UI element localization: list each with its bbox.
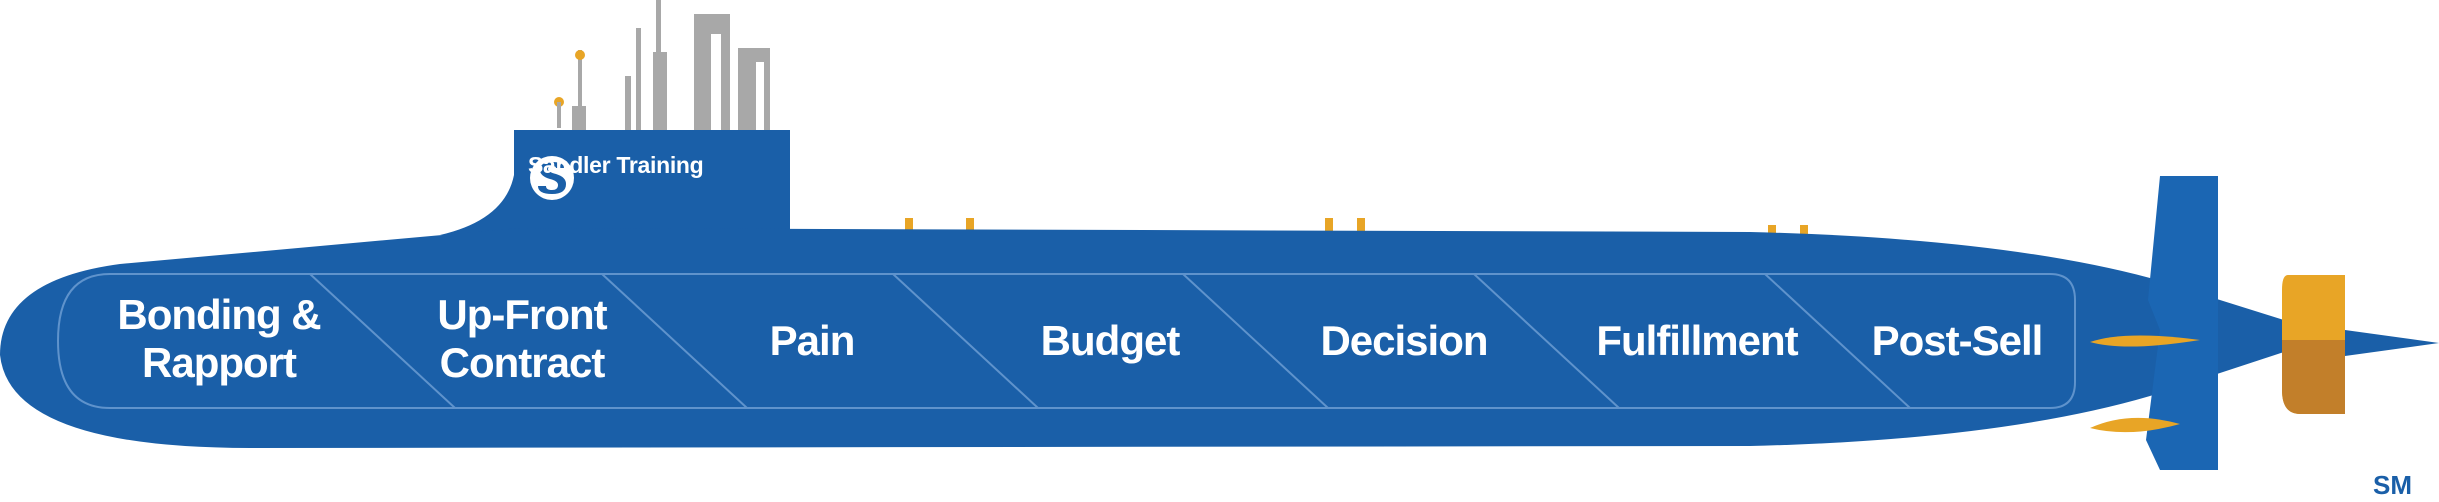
periscope-masts [572, 0, 770, 130]
stage-dividers [309, 273, 1911, 409]
hydroplanes [2090, 335, 2200, 433]
stage-label-post-sell: Post-Sell [1871, 317, 2044, 364]
stage-label-fulfillment: Fulfillment [1596, 317, 1798, 364]
sandler-logo-icon [530, 156, 574, 200]
deck-vents [905, 218, 1808, 239]
propeller [2282, 275, 2439, 414]
stage-label-up-front-contract: Up-Front Contract [437, 291, 607, 386]
antenna-lights [554, 50, 585, 128]
stage-label-bonding-rapport: Bonding & Rapport [117, 291, 321, 386]
stage-panel [56, 273, 2076, 409]
logo-text: Sandler Training [528, 152, 704, 178]
conning-tower [440, 130, 790, 235]
hull [0, 228, 2290, 448]
stage-label-pain: Pain [769, 317, 856, 364]
stage-label-budget: Budget [1040, 317, 1181, 364]
brand-logo: Sandler Training [528, 152, 704, 179]
tail-fin [2146, 176, 2218, 470]
service-mark: SM [2373, 470, 2412, 500]
stage-label-decision: Decision [1320, 317, 1488, 364]
